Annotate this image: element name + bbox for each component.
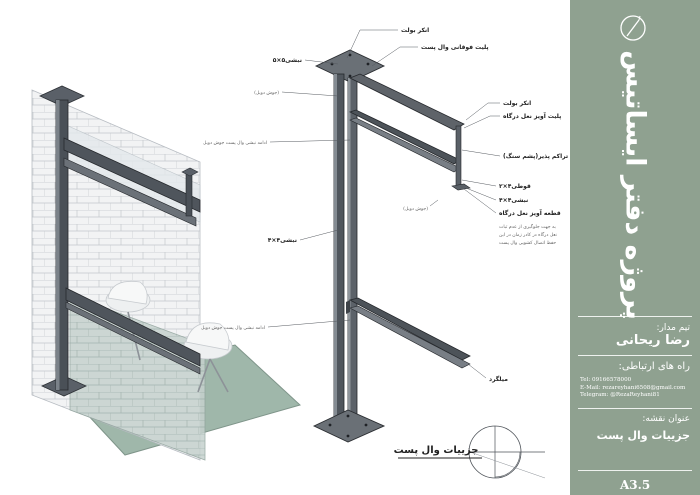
detail-reference-symbol: جزییات وال پست: [394, 425, 546, 479]
compass-logo-icon: [620, 15, 646, 41]
sheet-number: A3.5: [620, 478, 651, 492]
callout-insulation: ماده تراکم پذیر(پشم سنگ): [503, 152, 570, 160]
note-weld-1: (جوش دوبل): [254, 90, 279, 96]
hanger-stub: [185, 169, 193, 217]
note-weld-2: (جوش دوبل): [403, 206, 428, 212]
divider-mid: [578, 355, 692, 356]
callout-hanger-piece: قطعه آویز نعل درگاه: [499, 208, 561, 217]
upper-beam-lower: [63, 157, 197, 227]
callout-leaders: [267, 29, 501, 379]
designer-name: رضا ریحانی: [615, 333, 690, 348]
drawing-title-value: جزییات وال پست: [596, 429, 690, 442]
callout-labels: انکر بولت پلیت فوقانی وال پست نبشی۵×۵ ان…: [201, 27, 570, 383]
note-explain-line-1: به جهت جلوگیری از عدم ثبات: [499, 223, 556, 230]
wall-post-detail-drawing: انکر بولت پلیت فوقانی وال پست نبشی۵×۵ ان…: [31, 27, 570, 479]
axonometric-view: [31, 85, 301, 461]
detail-caption: جزییات وال پست: [394, 445, 479, 456]
contact-phone: Tel: 09166578000: [580, 377, 632, 383]
callout-post-label: میلگرد: [489, 375, 508, 383]
contacts-label: راه های ارتباطی:: [618, 361, 690, 372]
divider-low: [578, 408, 692, 409]
divider-bottom: [578, 470, 692, 471]
lower-beam-lower: [65, 301, 201, 375]
drawing-title-label: عنوان نقشه:: [642, 414, 690, 424]
detail-upper-plate: [349, 73, 465, 131]
top-plate: [39, 85, 85, 107]
divider-top: [578, 316, 692, 317]
callout-anchor-bolt-top: انکر بولت: [401, 27, 429, 34]
title-block-panel: [570, 0, 700, 495]
detail-hanger-strap: [455, 125, 462, 187]
callout-angle-side: نبشی۴×۴: [499, 197, 528, 204]
designer-label: تیم مدار:: [656, 323, 691, 333]
structural-detail-view: [312, 49, 471, 443]
callout-strap: قوطی۴×۲: [499, 183, 531, 190]
callout-anchor-bolt-side: انکر بولت: [503, 100, 531, 107]
callout-top-base-plate: پلیت فوقانی وال پست: [421, 44, 489, 51]
callout-angle-left: نبشی۴×۴: [268, 237, 297, 244]
chair-left: [105, 280, 151, 361]
project-title: پروژه دفتر ایساتیس: [619, 50, 651, 320]
glass-panel: [69, 294, 206, 461]
callout-hanger-plate: پلیت آویز نعل درگاه: [503, 111, 561, 120]
note-explain-line-3: حفظ اتصال کشویی وال پست: [499, 240, 556, 246]
lower-beam: [65, 287, 201, 367]
note-angle-mid: ادامه نبشی وال پست جوش دوبل: [203, 141, 267, 146]
upper-beam: [63, 137, 201, 213]
note-angle-low: ادامه نبشی وال پست جوش دوبل: [201, 326, 265, 331]
callout-beam-top: نبشی۵×۵: [273, 57, 302, 64]
contacts-block: Tel: 09166578000 E-Mail: rezareyhani6508…: [580, 377, 690, 400]
detail-base-plate: [312, 409, 386, 443]
detail-lower-angle: [348, 297, 471, 361]
contact-telegram[interactable]: Telegram: @RezaReyhani81: [580, 392, 660, 399]
contact-email[interactable]: E-Mail: rezareyhani6508@gmail.com: [580, 384, 686, 391]
note-explain-line-2: نعل درگاه در کادر زمان در این: [499, 231, 557, 238]
